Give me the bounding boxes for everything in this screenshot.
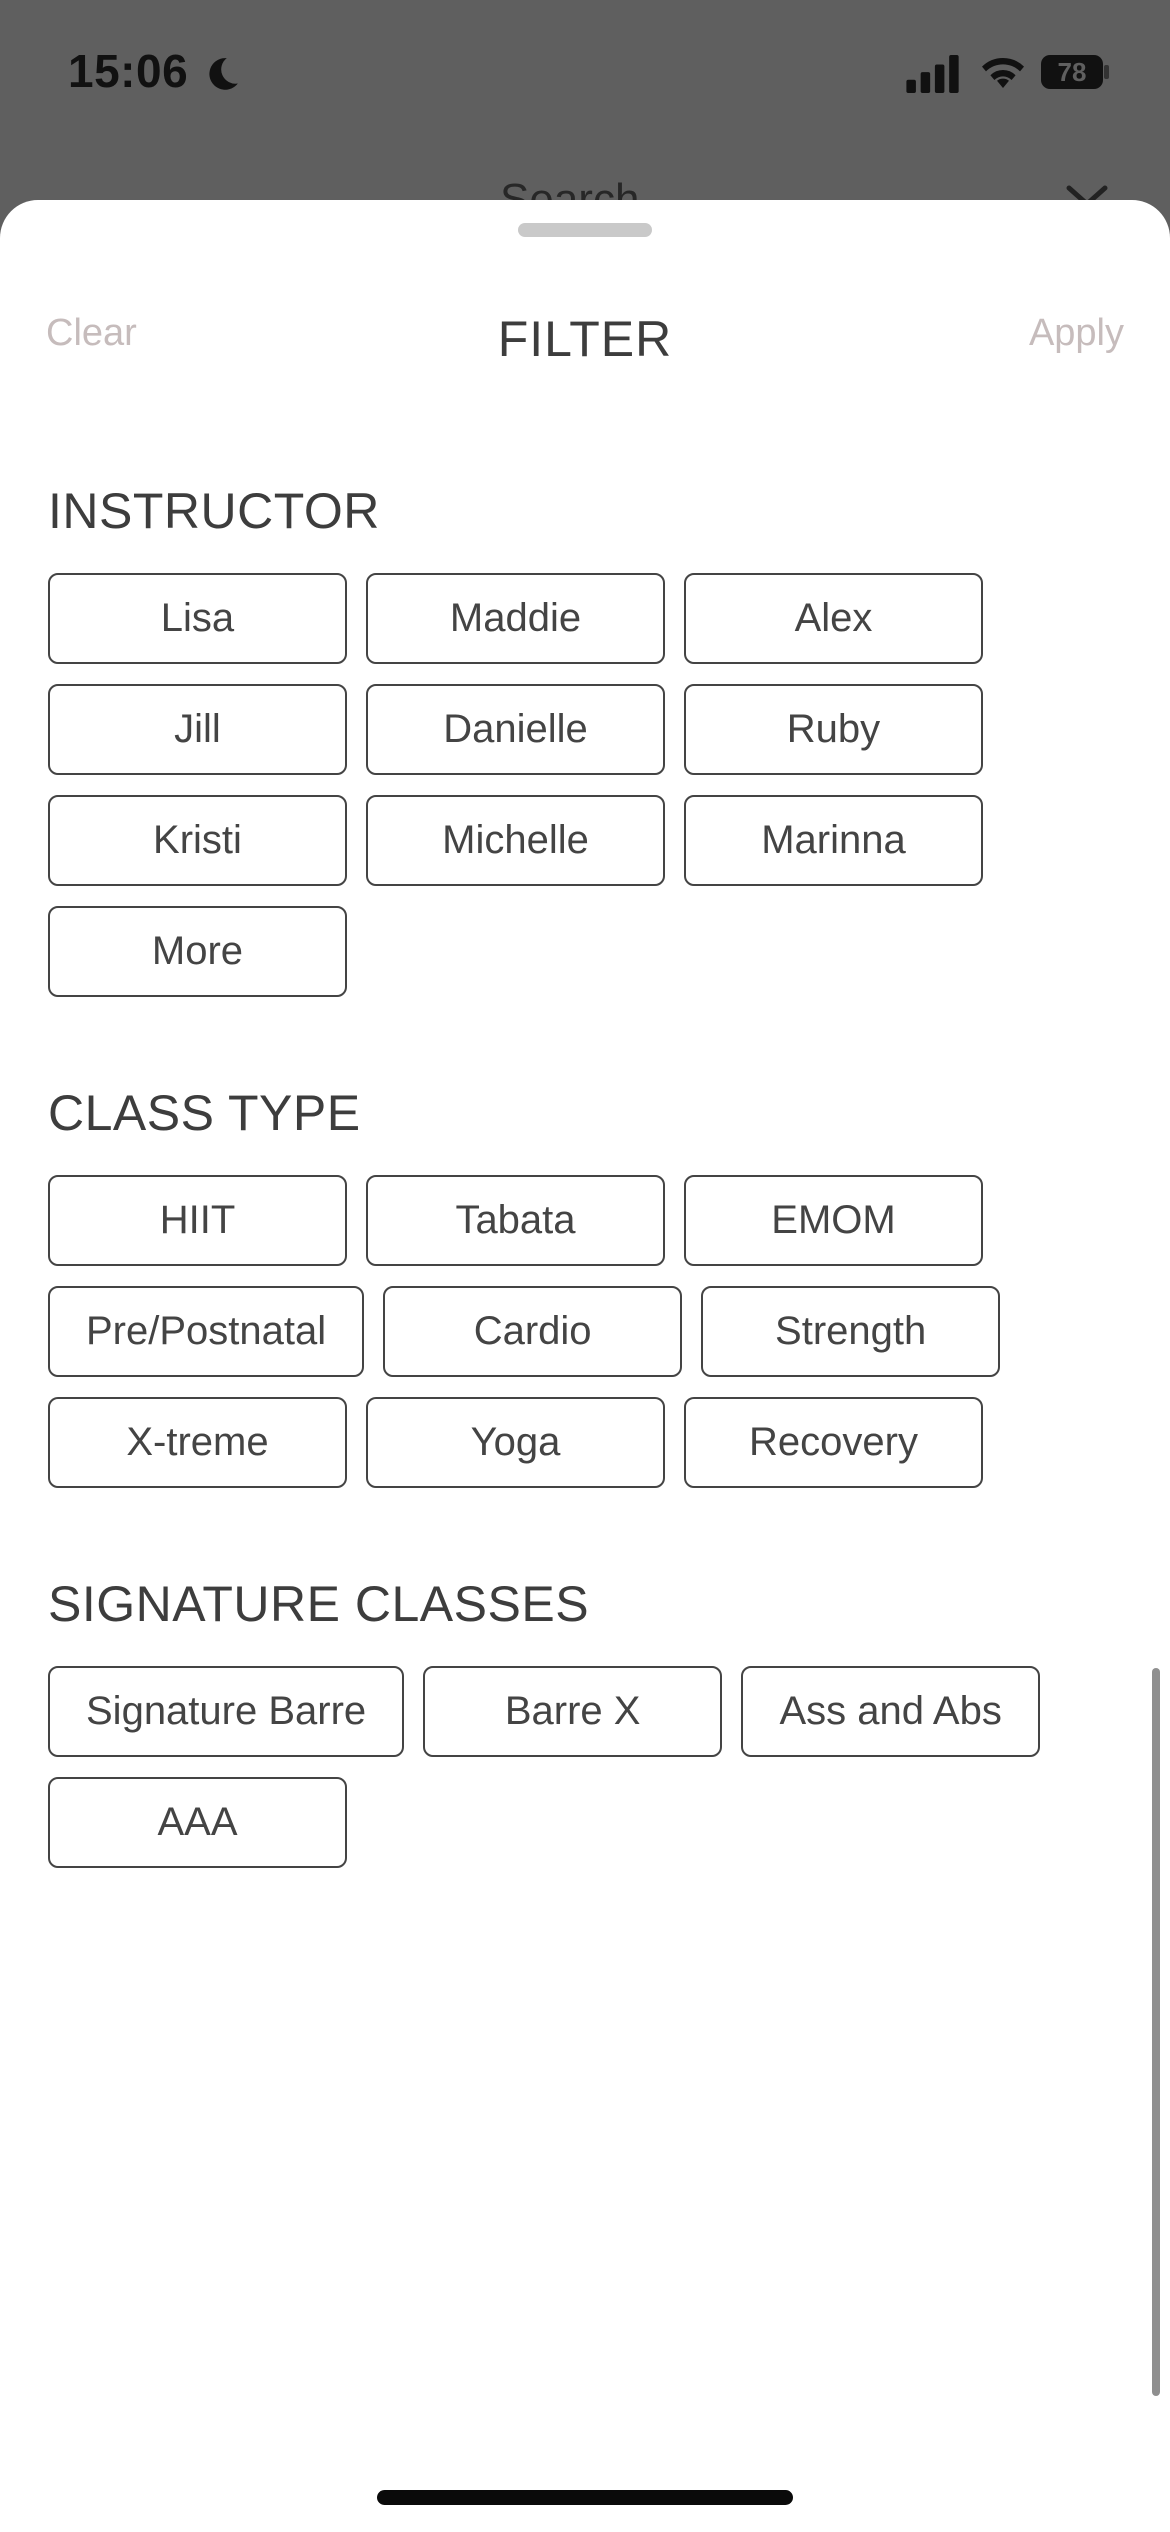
battery-icon: 78 [1040,54,1110,90]
status-time: 15:06 [68,45,189,97]
chip-instructor-marinna[interactable]: Marinna [684,795,983,886]
chip-class-yoga[interactable]: Yoga [366,1397,665,1488]
section-title-class-type: CLASS TYPE [48,1085,361,1141]
signature-classes-row: Signature Barre Barre X Ass and Abs [48,1666,1041,1757]
class-type-row: Pre/Postnatal Cardio Strength [48,1286,1001,1377]
chip-aaa[interactable]: AAA [48,1777,347,1868]
instructor-row: Lisa Maddie Alex [48,573,983,664]
battery-level: 78 [1058,57,1087,87]
chip-class-x-treme[interactable]: X-treme [48,1397,347,1488]
clear-button[interactable]: Clear [46,312,137,354]
scrollbar[interactable] [1152,1668,1160,2396]
chip-class-recovery[interactable]: Recovery [684,1397,983,1488]
signal-icon [906,55,959,93]
home-indicator [377,2490,793,2505]
chip-instructor-lisa[interactable]: Lisa [48,573,347,664]
chip-instructor-maddie[interactable]: Maddie [366,573,665,664]
sheet-title: FILTER [497,311,673,367]
chip-class-emom[interactable]: EMOM [684,1175,983,1266]
chip-signature-barre[interactable]: Signature Barre [48,1666,405,1757]
section-title-instructor: INSTRUCTOR [48,483,380,539]
chip-instructor-more[interactable]: More [48,906,347,997]
class-type-row: HIIT Tabata EMOM [48,1175,983,1266]
chip-class-strength[interactable]: Strength [701,1286,1001,1377]
status-bar: 15:06 78 [0,0,1170,150]
chip-class-cardio[interactable]: Cardio [383,1286,683,1377]
chip-instructor-ruby[interactable]: Ruby [684,684,983,775]
chip-class-pre-postnatal[interactable]: Pre/Postnatal [48,1286,365,1377]
chip-instructor-danielle[interactable]: Danielle [366,684,665,775]
apply-button[interactable]: Apply [1028,312,1124,354]
instructor-row: Kristi Michelle Marinna [48,795,983,886]
filter-sheet: Clear FILTER Apply INSTRUCTOR Lisa Maddi… [0,200,1170,2532]
chip-instructor-kristi[interactable]: Kristi [48,795,347,886]
signature-classes-row: AAA [48,1777,347,1868]
class-type-row: X-treme Yoga Recovery [48,1397,983,1488]
section-title-signature-classes: SIGNATURE CLASSES [48,1576,590,1632]
chip-class-tabata[interactable]: Tabata [366,1175,665,1266]
instructor-row: More [48,906,347,997]
chip-ass-and-abs[interactable]: Ass and Abs [741,1666,1041,1757]
sheet-grabber[interactable] [518,223,652,237]
chip-class-hiit[interactable]: HIIT [48,1175,347,1266]
chip-instructor-alex[interactable]: Alex [684,573,983,664]
instructor-row: Jill Danielle Ruby [48,684,983,775]
chip-instructor-jill[interactable]: Jill [48,684,347,775]
chip-barre-x[interactable]: Barre X [423,1666,723,1757]
chip-instructor-michelle[interactable]: Michelle [366,795,665,886]
moon-icon [209,58,238,90]
wifi-icon [982,58,1024,88]
